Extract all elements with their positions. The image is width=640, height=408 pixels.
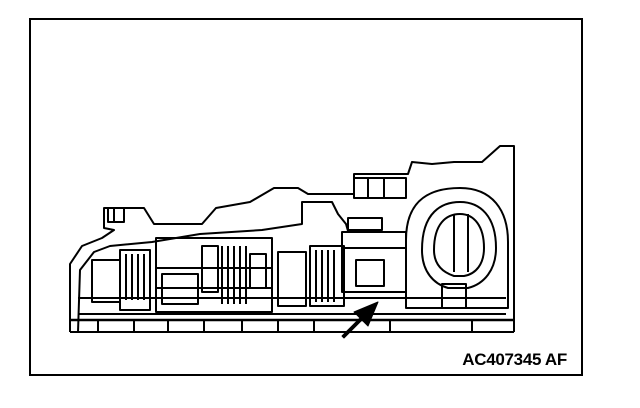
housing-inner-line <box>77 201 351 333</box>
converter-hub <box>441 283 467 309</box>
transmission-cross-section-drawing <box>69 145 515 339</box>
converter-torus-inner <box>433 213 485 277</box>
clutch-pack-right <box>277 245 345 307</box>
base-ribs <box>97 320 473 332</box>
clutch-pack-left <box>91 249 151 311</box>
converter-torus-outer <box>421 201 497 289</box>
housing-outline <box>69 145 515 332</box>
oil-pump-body <box>341 231 407 293</box>
indicator-arrow <box>341 301 379 339</box>
planetary-gear-set-center <box>155 237 273 313</box>
top-bolt-boss <box>353 177 407 199</box>
reference-code: AC407345 AF <box>462 350 567 369</box>
bolt-head <box>107 207 125 223</box>
figure-frame: AC407345 AF <box>29 18 583 376</box>
